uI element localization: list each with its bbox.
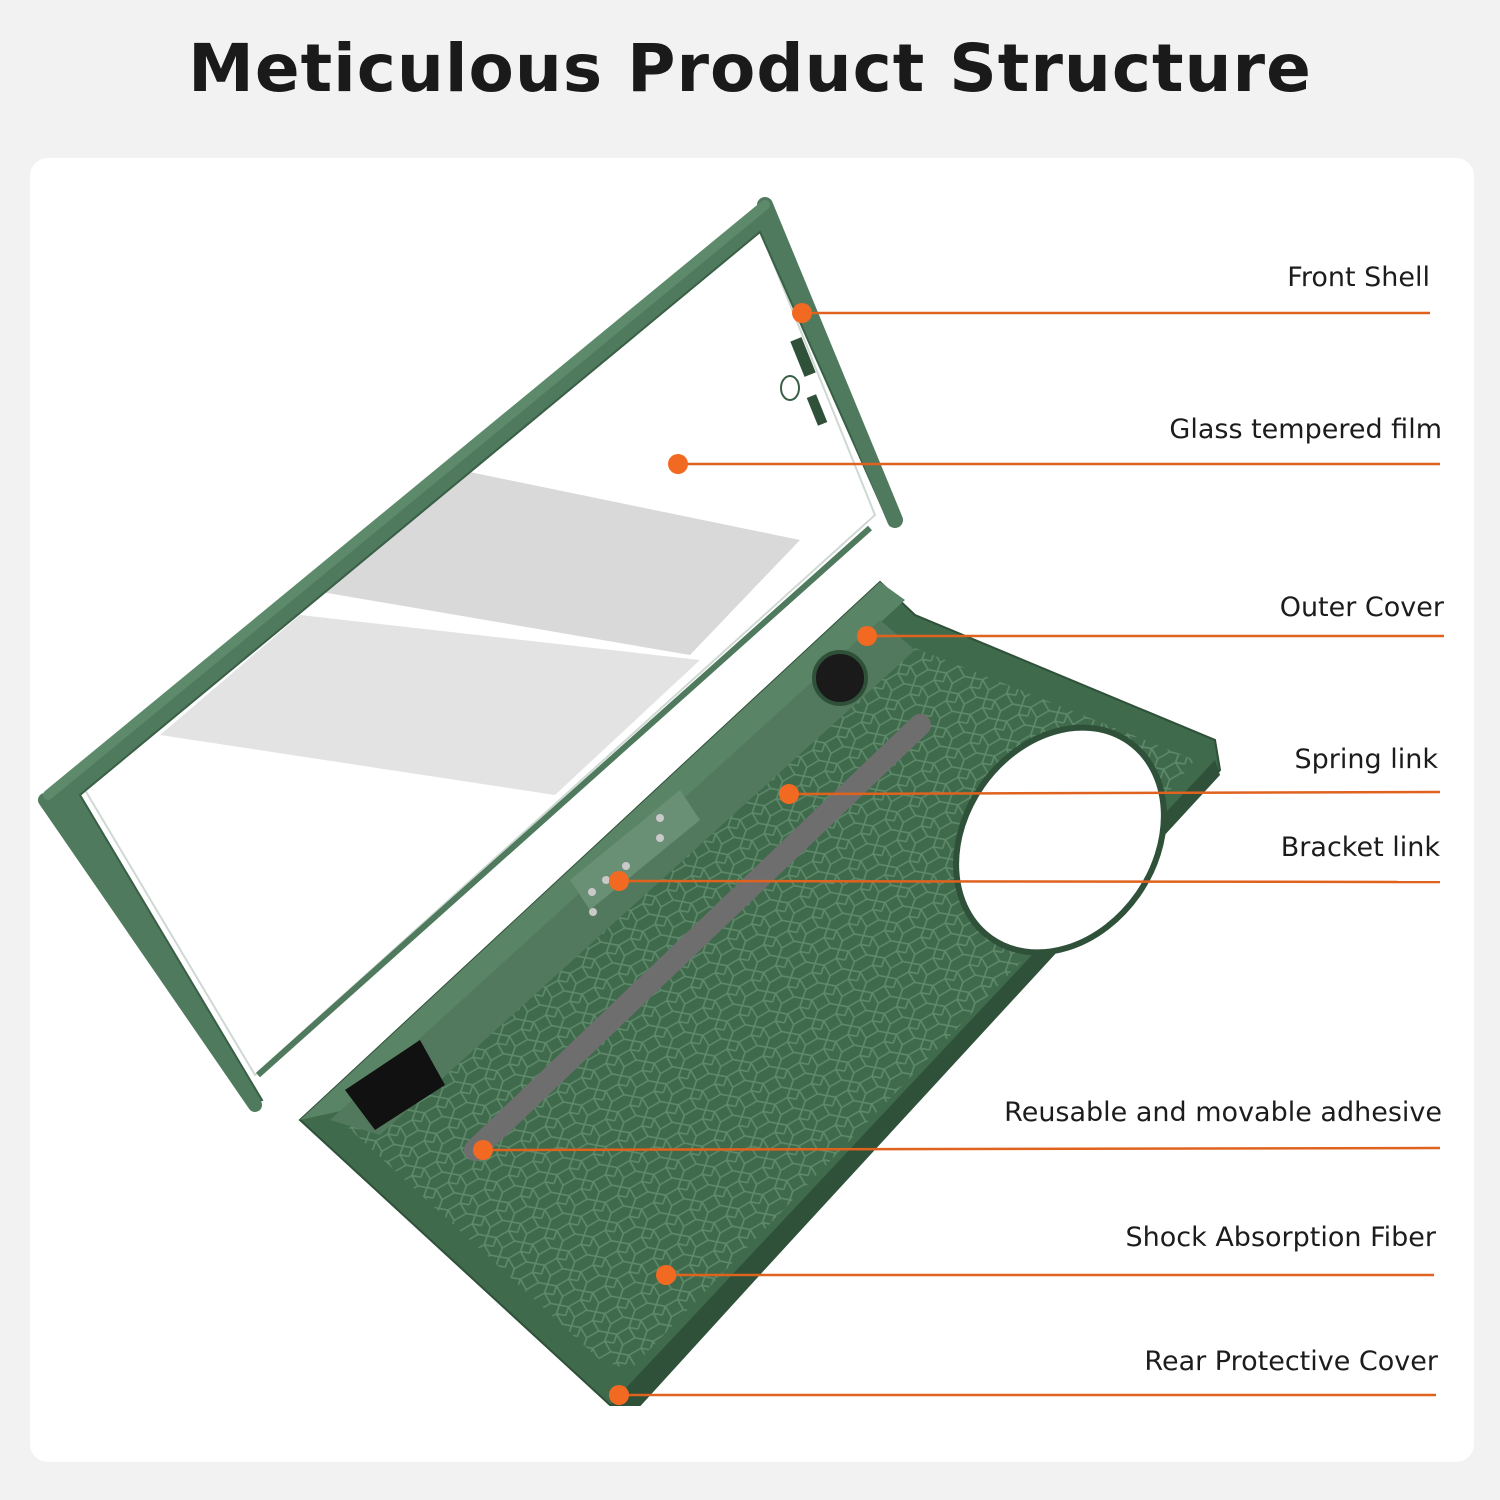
leader-spring-link	[788, 790, 1441, 796]
camera-cutout	[953, 724, 1167, 956]
label-spring-link: Spring link	[1294, 744, 1438, 775]
magnet-disc	[812, 650, 868, 706]
dot-adhesive	[473, 1140, 493, 1160]
page-title: Meticulous Product Structure	[188, 30, 1312, 107]
dot-shock-fiber	[656, 1265, 676, 1285]
label-bracket-link: Bracket link	[1280, 832, 1440, 863]
leader-dots	[473, 303, 877, 1405]
glass-reflection-shape	[310, 470, 800, 655]
label-reusable-adhesive: Reusable and movable adhesive	[1004, 1097, 1442, 1128]
dot-outer-cover	[857, 626, 877, 646]
dot-rear-cover	[609, 1385, 629, 1405]
adhesive-strip	[464, 714, 931, 1161]
glass-reflection-shape-2	[160, 615, 700, 795]
label-rear-protective-cover: Rear Protective Cover	[1144, 1346, 1438, 1377]
dot-glass-film	[668, 454, 688, 474]
camera-cutout-shape	[780, 375, 800, 401]
dot-spring-link	[779, 784, 799, 804]
label-front-shell: Front Shell	[1287, 262, 1430, 293]
label-shock-absorption-fiber: Shock Absorption Fiber	[1125, 1222, 1437, 1253]
dot-bracket-link	[609, 871, 629, 891]
label-outer-cover: Outer Cover	[1279, 592, 1444, 623]
leader-adhesive	[482, 1146, 1441, 1152]
felt-pad	[345, 1040, 445, 1130]
front-shell-part	[38, 197, 903, 1112]
leader-lines	[482, 311, 1444, 1397]
label-glass-tempered-film: Glass tempered film	[1169, 414, 1442, 445]
leader-bracket-link	[618, 879, 1441, 884]
dot-front-shell	[792, 303, 812, 323]
